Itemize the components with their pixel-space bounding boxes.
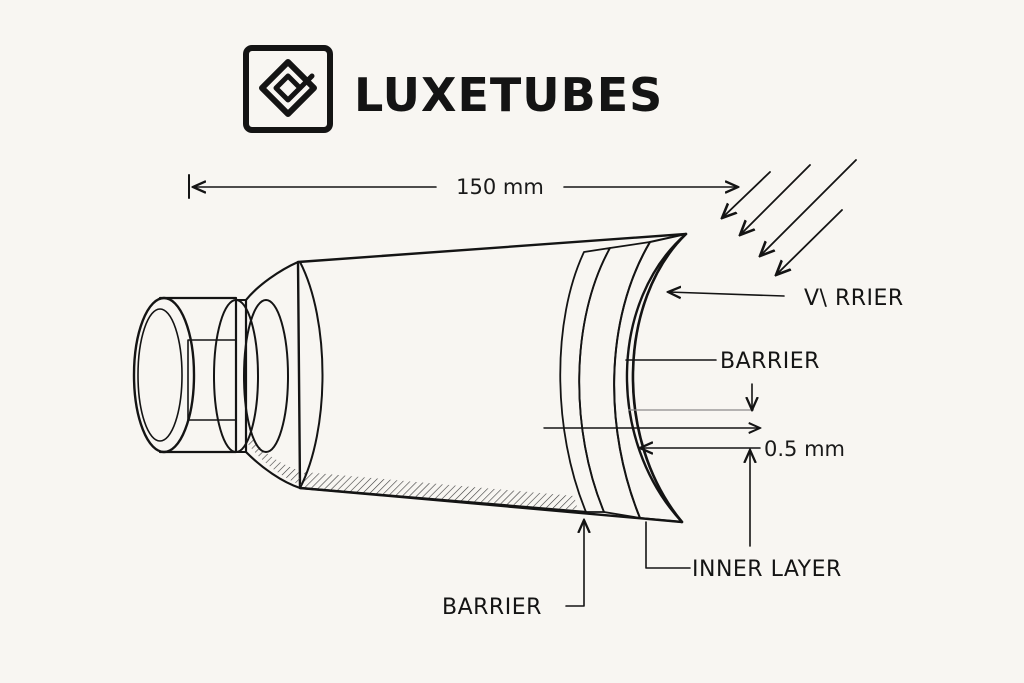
middle-barrier-label: BARRIER <box>720 349 820 374</box>
length-dimension: 150 mm <box>188 174 738 199</box>
incoming-arrows <box>722 159 857 275</box>
bottom-barrier-label: BARRIER <box>442 595 542 620</box>
brand-header: LUXETUBES <box>243 45 663 133</box>
tube-shoulder <box>244 260 302 490</box>
tube <box>132 232 688 524</box>
thickness-label: 0.5 mm <box>764 437 845 461</box>
tube-cap <box>132 296 259 454</box>
tube-layers <box>559 232 688 524</box>
body-shading <box>304 472 578 510</box>
outer-layer <box>559 247 611 513</box>
callouts: V\ RRIER BARRIER 0.5 mm INNER LAYER BARR… <box>442 286 904 620</box>
inner-layer-label: INNER LAYER <box>692 557 842 582</box>
top-right-barrier-label: V\ RRIER <box>804 286 904 311</box>
diamond-square-logo-icon <box>243 45 333 133</box>
brand-name: LUXETUBES <box>354 68 663 122</box>
length-label: 150 mm <box>456 175 544 199</box>
